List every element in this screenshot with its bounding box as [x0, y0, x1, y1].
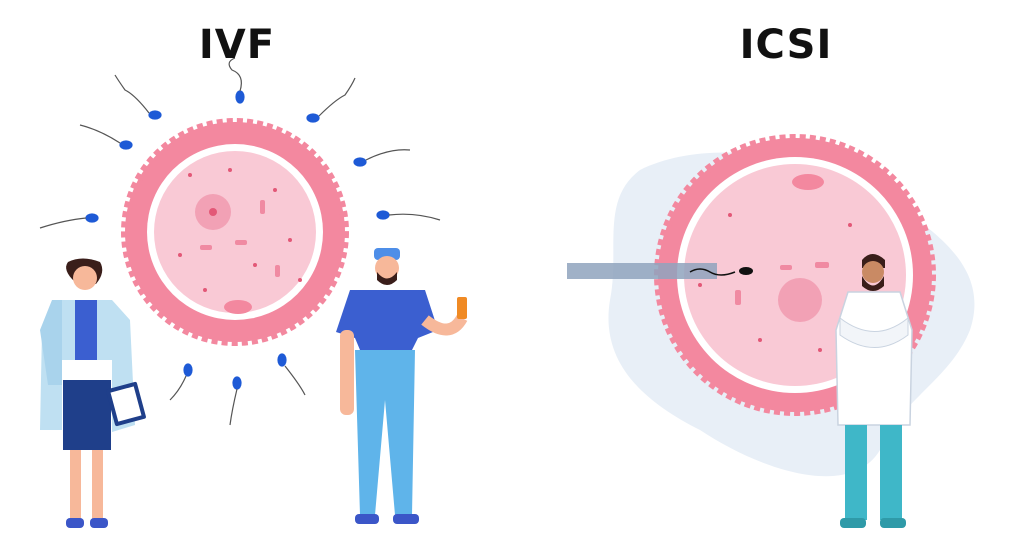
sperm-cell [169, 363, 193, 401]
sperm-cells [39, 57, 441, 426]
sperm-cell [376, 210, 441, 221]
icsi-title: ICSI [739, 22, 833, 68]
sperm-cell [228, 57, 245, 104]
injected-sperm-cell [689, 267, 753, 276]
micropipette [567, 263, 717, 279]
sperm-cell [229, 376, 242, 426]
doctor-man-coat [835, 254, 913, 528]
sperm-cell [277, 353, 306, 396]
sperm-cell [79, 124, 133, 150]
sperm-cell [114, 74, 162, 120]
ivf-egg-cell [121, 118, 349, 346]
sperm-cell [306, 77, 356, 123]
doctor-woman [40, 258, 146, 528]
doctor-man-scrubs [336, 248, 468, 524]
sperm-cell [353, 149, 411, 167]
sperm-cell [39, 213, 99, 229]
ivf-title: IVF [198, 22, 276, 68]
